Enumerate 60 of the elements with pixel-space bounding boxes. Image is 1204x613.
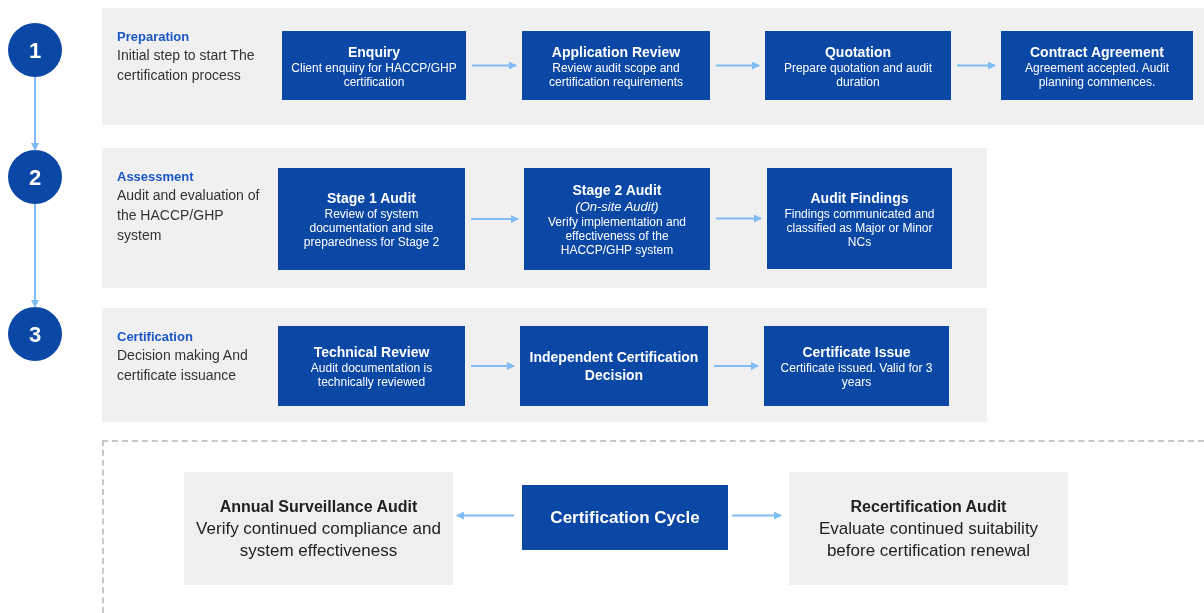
process-box: [520, 326, 708, 406]
step-title: Certificate Issue: [802, 343, 911, 361]
dashed-region: [102, 440, 1204, 613]
cycle-option-title: Annual Surveillance Audit: [219, 496, 418, 517]
step-title: Independent Certification Decision: [528, 348, 700, 384]
phase-title: Assessment: [117, 168, 195, 185]
step-description: Certificate issued. Valid for 3 years: [779, 361, 934, 389]
arrow: [31, 203, 39, 308]
step-title: Technical Review: [313, 343, 430, 361]
step-title: Quotation: [824, 42, 892, 61]
phase-band: [102, 8, 1204, 125]
step-title: Stage 1 Audit: [327, 189, 416, 207]
step-description: Review of system documentation and site preparedness for Stage 2: [302, 207, 441, 249]
phase-description: Audit and evaluation of the HACCP/GHP system: [117, 186, 261, 245]
process-box: [765, 31, 951, 100]
step-title: Stage 2 Audit: [572, 181, 662, 199]
arrow: [715, 214, 762, 223]
arrow: [31, 76, 39, 151]
phase-title: Preparation: [117, 28, 191, 45]
step-description: Client enquiry for HACCP/GHP certification: [290, 60, 458, 89]
step-description: Findings communicated and classified as Major or Minor NCs: [783, 206, 936, 249]
phase-description: Initial step to start The certification process: [117, 46, 256, 85]
step-subtitle: (On-site Audit): [575, 199, 659, 215]
process-box: [278, 168, 465, 270]
arrow: [470, 215, 519, 223]
arrow: [471, 61, 517, 70]
cycle-option-description: Verify continued compliance and system effectiveness: [195, 517, 442, 562]
step-number: 1: [28, 36, 42, 65]
cycle-box: [522, 485, 728, 550]
process-box: [282, 31, 466, 100]
step-title: Contract Agreement: [1029, 42, 1165, 61]
step-title: Enquiry: [347, 42, 401, 61]
arrow: [731, 511, 782, 520]
phase-band: [102, 148, 987, 288]
cycle-option-description: Evaluate continued suitability before certification renewal: [817, 517, 1040, 562]
phase-title: Certification: [117, 328, 194, 345]
phase-band: [102, 308, 987, 422]
process-box: [764, 326, 949, 406]
process-box: [522, 31, 710, 100]
arrow: [956, 61, 996, 70]
step-number: 3: [28, 320, 42, 349]
process-box: [524, 168, 710, 270]
process-box: [767, 168, 952, 269]
process-box: [1001, 31, 1193, 100]
step-description: Verify implementation and effectiveness of the HACCP/GHP system: [546, 215, 688, 257]
arrow: [456, 511, 515, 520]
step-title: Audit Findings: [810, 188, 909, 207]
step-description: Agreement accepted. Audit planning commences.: [1023, 60, 1171, 89]
arrow: [715, 61, 760, 70]
step-title: Application Review: [551, 42, 681, 61]
step-description: Review audit scope and certification requirements: [547, 60, 685, 89]
step-description: Audit documentation is technically reviewed: [309, 361, 434, 389]
step-title: Certification Cycle: [550, 506, 700, 529]
arrow: [713, 362, 759, 370]
cycle-option-title: Recertification Audit: [850, 496, 1007, 517]
process-box: [278, 326, 465, 406]
step-number: 2: [28, 163, 42, 192]
arrow: [470, 362, 515, 370]
phase-description: Decision making And certificate issuance: [117, 346, 249, 385]
step-description: Prepare quotation and audit duration: [782, 60, 934, 89]
